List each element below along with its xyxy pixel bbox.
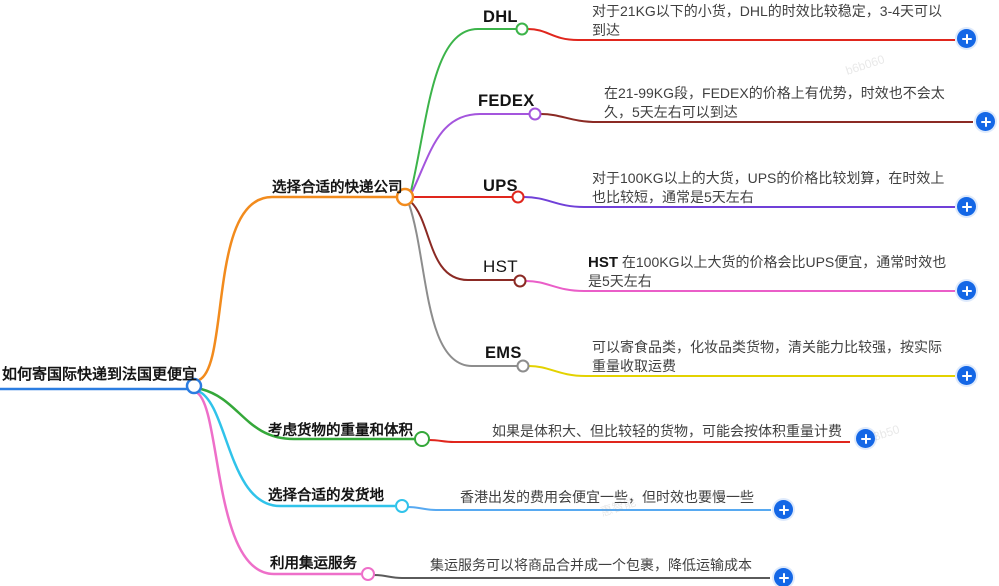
add-node-button-ems[interactable]	[957, 366, 976, 385]
edge-ups-desc	[523, 196, 955, 208]
edge-ems-desc	[528, 365, 955, 377]
edge-weight-desc	[428, 439, 850, 443]
edge-consolidation-desc	[373, 574, 770, 579]
plus-icon	[774, 500, 793, 519]
node-handle-root[interactable]	[185, 377, 203, 395]
edge-origin-desc	[407, 506, 771, 511]
plus-icon	[856, 429, 875, 448]
node-handle-ups[interactable]	[511, 190, 525, 204]
node-handle-weight[interactable]	[414, 431, 430, 447]
node-handle-dhl[interactable]	[515, 22, 529, 36]
desc-ups[interactable]: 对于100KG以上的大货，UPS的价格比较划算，在时效上 也比较短，通常是5天左…	[592, 170, 945, 205]
add-node-button-weight[interactable]	[856, 429, 875, 448]
desc-origin[interactable]: 香港出发的费用会便宜一些，但时效也要慢一些	[460, 489, 754, 505]
edge-dhl-desc	[527, 28, 955, 41]
branch-label-weight[interactable]: 考虑货物的重量和体积	[268, 423, 413, 439]
node-handle-ems[interactable]	[516, 359, 530, 373]
edge-hst-desc	[525, 280, 955, 292]
branch-label-courier[interactable]: 选择合适的快递公司	[272, 180, 403, 196]
plus-icon	[976, 112, 995, 131]
node-handle-hst[interactable]	[513, 274, 527, 288]
desc-hst[interactable]: HST 在100KG以上大货的价格会比UPS便宜，通常时效也 是5天左右	[588, 253, 946, 291]
leaf-label-ups[interactable]: UPS	[483, 177, 518, 195]
leaf-label-dhl[interactable]: DHL	[483, 8, 518, 26]
edge-root-to-consolidation	[195, 390, 361, 576]
root-node-label[interactable]: 如何寄国际快递到法国更便宜	[2, 366, 198, 383]
node-handle-courier[interactable]	[395, 187, 415, 207]
plus-icon	[774, 568, 793, 586]
edge-courier-to-dhl	[410, 28, 516, 192]
edge-root-to-origin	[197, 389, 395, 508]
edge-courier-to-hst	[410, 201, 514, 281]
desc-dhl[interactable]: 对于21KG以下的小货，DHL的时效比较稳定，3-4天可以 到达	[592, 3, 943, 38]
leaf-label-hst[interactable]: HST	[483, 257, 518, 276]
node-handle-fedex[interactable]	[528, 107, 542, 121]
desc-weight[interactable]: 如果是体积大、但比较轻的货物，可能会按体积重量计费	[492, 423, 842, 439]
desc-hst-bold: HST	[588, 254, 618, 271]
edge-root-to-weight	[200, 387, 415, 441]
plus-icon	[957, 29, 976, 48]
add-node-button-hst[interactable]	[957, 281, 976, 300]
add-node-button-fedex[interactable]	[976, 112, 995, 131]
branch-label-origin[interactable]: 选择合适的发货地	[268, 488, 384, 504]
add-node-button-origin[interactable]	[774, 500, 793, 519]
node-handle-consolidation[interactable]	[361, 567, 375, 581]
branch-label-consolidation[interactable]: 利用集运服务	[270, 556, 357, 572]
plus-icon	[957, 366, 976, 385]
desc-ems[interactable]: 可以寄食品类，化妆品类货物，清关能力比较强，按实际 重量收取运费	[592, 339, 942, 374]
add-node-button-dhl[interactable]	[957, 29, 976, 48]
desc-hst-rest: 在100KG以上大货的价格会比UPS便宜，通常时效也 是5天左右	[588, 254, 947, 289]
leaf-label-ems[interactable]: EMS	[485, 344, 522, 362]
edge-fedex-desc	[540, 113, 973, 123]
plus-icon	[957, 281, 976, 300]
edge-courier-to-fedex	[411, 113, 529, 193]
add-node-button-ups[interactable]	[957, 197, 976, 216]
leaf-label-fedex[interactable]: FEDEX	[478, 92, 535, 110]
plus-icon	[957, 197, 976, 216]
add-node-button-consolidation[interactable]	[774, 568, 793, 586]
edge-courier-to-ems	[408, 203, 517, 367]
desc-fedex[interactable]: 在21-99KG段，FEDEX的价格上有优势，时效也不会太 久，5天左右可以到达	[604, 85, 945, 120]
node-handle-origin[interactable]	[395, 499, 409, 513]
desc-consolidation[interactable]: 集运服务可以将商品合并成一个包裹，降低运输成本	[430, 557, 752, 573]
edge-root-to-courier	[198, 195, 397, 382]
